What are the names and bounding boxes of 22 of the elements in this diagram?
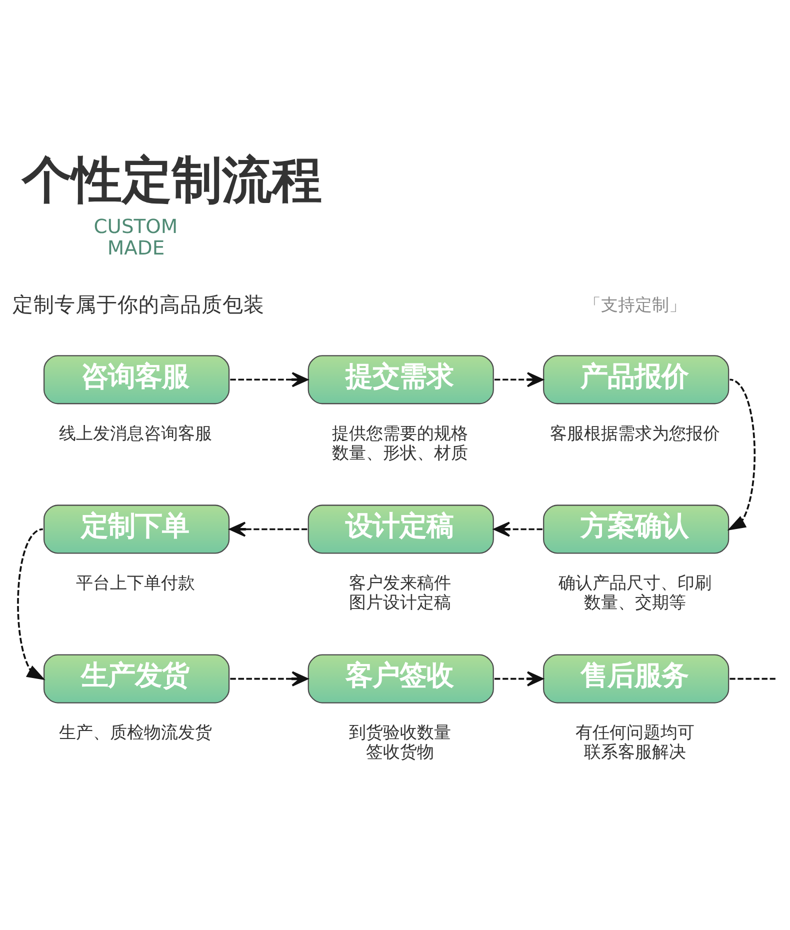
label: 定制专属于你的高品质包装	[12, 292, 265, 317]
arrow	[494, 372, 544, 388]
node-label: 客户发来稿件图片设计定稿	[348, 574, 451, 614]
arrow	[230, 372, 308, 388]
node-label: 确认产品尺寸、印刷数量、交期等	[558, 574, 712, 614]
label: CUSTOM MADE	[94, 215, 178, 260]
node-label: 线上发消息咨询客服	[58, 424, 212, 444]
connector	[730, 678, 776, 680]
arrow	[17, 528, 46, 680]
node-label: 平台上下单付款	[76, 574, 196, 594]
arrow	[229, 522, 308, 537]
node-label: 提供您需要的规格数量、形状、材质	[332, 424, 468, 464]
arrow	[494, 671, 544, 686]
node-label: 到货验收数量签收货物	[348, 723, 451, 763]
node-label: 生产、质检物流发货	[58, 723, 212, 744]
arrow	[230, 671, 308, 686]
arrow	[727, 378, 756, 531]
arrow	[494, 522, 542, 537]
label: 「支持定制」	[584, 296, 686, 316]
node-label: 客服根据需求为您报价	[550, 424, 720, 444]
diagram-title: 个性定制流程	[22, 150, 322, 210]
node-label: 有任何问题均可联系客服解决	[576, 723, 695, 763]
